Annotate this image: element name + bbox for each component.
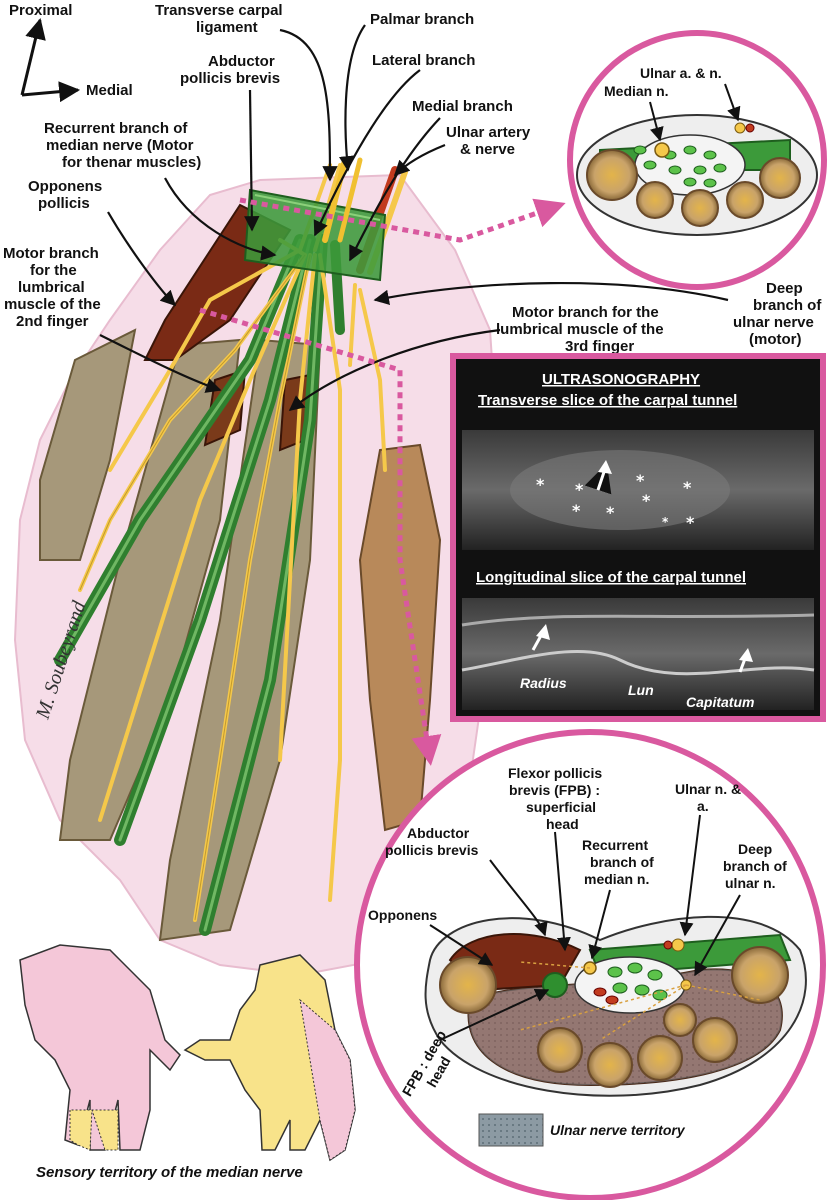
longitudinal-slice-title: Longitudinal slice of the carpal tunnel <box>476 569 746 586</box>
capitatum-label: Capitatum <box>686 694 754 710</box>
medial-branch-label: Medial branch <box>412 98 513 115</box>
transverse-carpal-ligament-label: Transverse carpal ligament <box>155 2 287 36</box>
us-star-4: * <box>606 503 615 522</box>
inset-top-median-label: Median n. <box>604 83 669 99</box>
ulnar-na-label: Ulnar n. & a. <box>675 781 745 814</box>
us-star-8: * <box>686 513 695 532</box>
recurrent-branch-label: Recurrent branch of median nerve (Motor … <box>44 120 201 171</box>
ulnar-artery-nerve-label: Ulnar artery & nerve <box>446 124 534 158</box>
us-star-3: * <box>572 501 581 520</box>
transverse-slice-title: Transverse slice of the carpal tunnel <box>478 392 737 409</box>
main-labels: Transverse carpal ligament Palmar branch… <box>3 2 826 355</box>
inset-transverse-section-bottom: Flexor pollicis brevis (FPB) : superfici… <box>354 729 826 1200</box>
abductor-inset-label: Abductor pollicis brevis <box>385 825 479 858</box>
inset-top-ulnar-label: Ulnar a. & n. <box>640 65 722 81</box>
deep-branch-inset-label: Deep branch of ulnar n. <box>723 841 791 891</box>
lun-label: Lun <box>628 682 654 698</box>
abductor-pollicis-brevis-label: Abductor pollicis brevis <box>180 53 280 87</box>
ultrasound-tendon-markers: * * * * * * * * * <box>536 471 695 532</box>
medial-label: Medial <box>86 82 133 99</box>
fpb-superficial-label: Flexor pollicis brevis (FPB) : superfici… <box>508 765 606 832</box>
us-star-9: * <box>662 515 669 529</box>
inset-transverse-section-top: Ulnar a. & n. Median n. <box>567 30 827 290</box>
leader-arrows <box>99 24 729 411</box>
motor-branch-3rd-label: Motor branch for the lumbrical muscle of… <box>496 304 668 355</box>
finger-index <box>39 328 137 561</box>
orientation-compass: Proximal Medial <box>9 2 133 103</box>
proximal-label: Proximal <box>9 2 72 19</box>
radius-label: Radius <box>520 675 567 691</box>
ultrasound-panel: ULTRASONOGRAPHY Transverse slice of the … <box>450 353 826 722</box>
us-star-6: * <box>642 491 651 510</box>
sensory-territory-caption: Sensory territory of the median nerve <box>36 1164 303 1181</box>
lateral-branch-label: Lateral branch <box>372 52 475 69</box>
palmar-branch-label: Palmar branch <box>370 11 474 28</box>
deep-branch-ulnar-label: Deep branch of ulnar nerve (motor) <box>733 280 826 348</box>
inset-connectors <box>199 197 566 766</box>
recurrent-inset-label: Recurrent branch of median n. <box>582 837 658 887</box>
us-star-7: * <box>683 478 692 497</box>
us-star-5: * <box>636 471 645 490</box>
us-star-2: * <box>575 480 584 499</box>
opponens-inset-label: Opponens <box>368 907 437 923</box>
motor-branch-2nd-label: Motor branch for the lumbrical muscle of… <box>3 245 105 330</box>
ultrasonography-heading: ULTRASONOGRAPHY <box>542 371 700 388</box>
ulnar-territory-legend-swatch <box>478 1113 544 1147</box>
ulnar-territory-legend-label: Ulnar nerve territory <box>550 1122 686 1138</box>
sensory-territory-hands: Sensory territory of the median nerve <box>19 944 356 1181</box>
opponens-pollicis-label: Opponens pollicis <box>28 178 106 212</box>
us-star-1: * <box>536 475 545 494</box>
